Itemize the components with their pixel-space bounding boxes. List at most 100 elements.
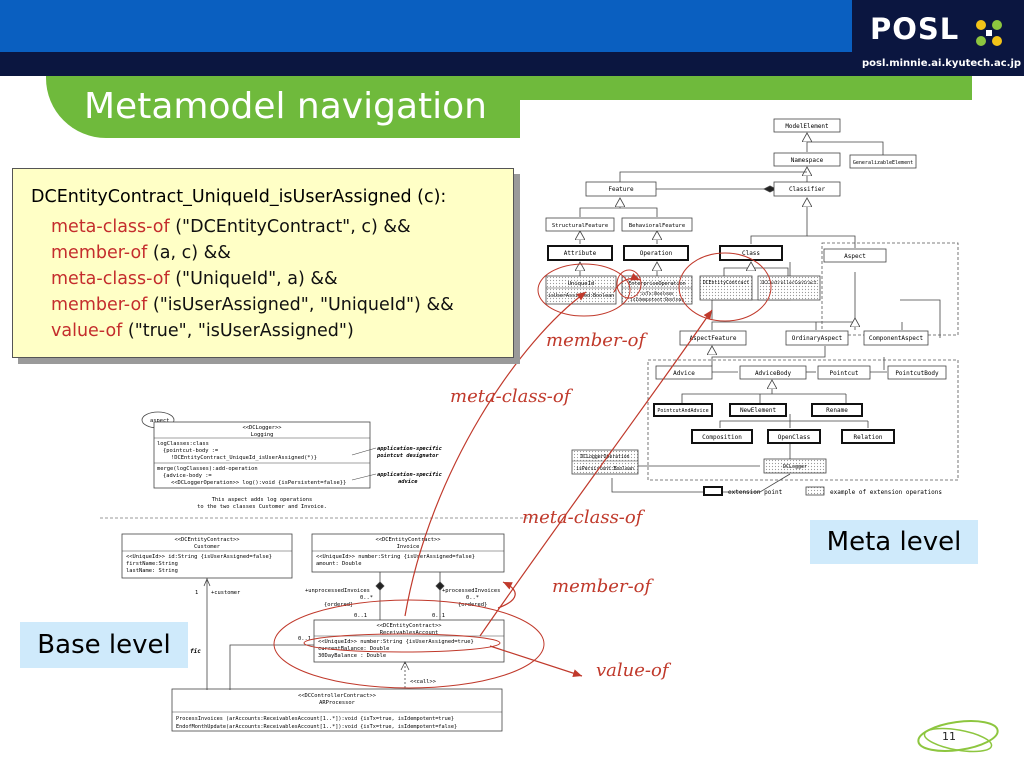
- label-member-of-1: member-of: [546, 330, 646, 351]
- label-meta-class-of-1: meta-class-of: [450, 386, 571, 407]
- customer-attr2: firstName:String: [126, 561, 178, 567]
- meta-level-label: Meta level: [810, 520, 978, 564]
- ar-stereotype: <<DCControllerContract>>: [298, 693, 377, 699]
- mm-uniqueid: UniqueId: [568, 281, 595, 287]
- mm-class: Class: [742, 250, 760, 257]
- query-heading: DCEntityContract_UniqueId_isUserAssigned…: [31, 187, 447, 207]
- mm-enterpriseoperation: EnterpriseOperation: [628, 281, 685, 287]
- label-member-of-2: member-of: [552, 576, 652, 597]
- mm-aspect: Aspect: [844, 253, 866, 260]
- fic-fragment: fic: [190, 648, 201, 655]
- title-banner-cutout: [520, 100, 973, 138]
- mm-composition: Composition: [702, 434, 742, 441]
- ra-attr2: currentBalance: Double: [318, 646, 389, 652]
- query-line-5: value-of ("true", "isUserAssigned"): [51, 321, 354, 341]
- ar-name: ARProcessor: [319, 700, 355, 706]
- mm-generalizable: GeneralizableElement: [853, 160, 913, 166]
- mm-newelement: NewElement: [740, 407, 777, 414]
- customer-attr1: <<UniqueId>> id:String {isUserAssigned=f…: [126, 554, 272, 560]
- mm-dcloggerop-attr: isPersistent:Boolean: [576, 466, 634, 472]
- legend-extension-point: extension point: [728, 489, 783, 496]
- query-callout: DCEntityContract_UniqueId_isUserAssigned…: [12, 168, 514, 358]
- query-line-2-args: (a, c) &&: [147, 243, 231, 263]
- mm-classifier: Classifier: [789, 186, 826, 193]
- mm-enterpriseop-attr2: isIdempotent:Boolean: [630, 297, 684, 303]
- customer-name: Customer: [194, 544, 221, 550]
- mm-modelelement: ModelElement: [785, 123, 829, 130]
- mult-0star-b: 0..*: [466, 595, 479, 601]
- mm-pointcutandadvice: PointcutAndAdvice: [657, 408, 708, 414]
- mm-dcloggeroperation: DCLoggerOperation: [580, 454, 629, 460]
- role-unprocessed: +unprocessedInvoices: [305, 588, 370, 594]
- mm-ordinaryaspect: OrdinaryAspect: [792, 335, 843, 342]
- query-line-1-args: ("DCEntityContract", c) &&: [169, 217, 411, 237]
- mm-pointcut: Pointcut: [830, 370, 859, 377]
- mm-rename: Rename: [826, 407, 848, 414]
- logging-body2: {pointcut-body :=: [163, 448, 219, 454]
- mm-dccontrollercontract: DCControllerContract: [761, 280, 817, 286]
- query-line-2: member-of (a, c) &&: [51, 243, 231, 263]
- aspect-tag: aspect: [150, 418, 169, 424]
- logging-body5: {advice-body :=: [163, 473, 212, 479]
- query-line-4-args: ("isUserAssigned", "UniqueId") &&: [147, 295, 454, 315]
- ra-attr3: 30DayBalance : Double: [318, 653, 386, 659]
- ra-attr1: <<UniqueId>> number:String {isUserAssign…: [318, 639, 474, 645]
- invoice-stereotype: <<DCEntityContract>>: [376, 537, 442, 543]
- note-pointcut-b: pointcut designator: [376, 453, 439, 459]
- posl-logo: POSL: [870, 12, 960, 46]
- role-customer: +customer: [211, 590, 241, 596]
- invoice-name: Invoice: [397, 544, 420, 550]
- query-line-3-keyword: meta-class-of: [51, 269, 170, 289]
- logging-stereotype: <<DCLogger>>: [243, 425, 283, 431]
- mm-feature: Feature: [608, 186, 634, 193]
- query-line-2-keyword: member-of: [51, 243, 148, 263]
- mm-dclogger: DCLogger: [783, 464, 807, 470]
- mm-structuralfeature: StructuralFeature: [552, 223, 608, 229]
- site-url: posl.minnie.ai.kyutech.ac.jp: [862, 58, 1022, 69]
- customer-attr3: lastName: String: [126, 568, 178, 574]
- mm-advicebody: AdviceBody: [755, 370, 792, 377]
- mm-namespace: Namespace: [791, 157, 824, 164]
- logging-body3: !DCEntityContract_UniqueId_isUserAssigne…: [171, 455, 317, 461]
- label-value-of: value-of: [596, 660, 669, 681]
- label-meta-class-of-2: meta-class-of: [522, 507, 643, 528]
- logging-name: Logging: [251, 432, 274, 438]
- invoice-attr2: amount: Double: [316, 561, 361, 567]
- logging-body4: merge(logClasses):add-operation: [157, 466, 258, 472]
- mult-0star-a: 0..*: [360, 595, 373, 601]
- mm-enterpriseop-attr1: isTx:Boolean: [641, 291, 674, 297]
- query-line-5-keyword: value-of: [51, 321, 123, 341]
- base-level-label: Base level: [20, 622, 188, 668]
- mm-componentaspect: ComponentAspect: [869, 335, 924, 342]
- customer-stereotype: <<DCEntityContract>>: [175, 537, 241, 543]
- mult-01-a: 0..1: [354, 613, 367, 619]
- mm-aspectfeature: AspectFeature: [690, 335, 737, 342]
- query-line-5-args: ("true", "isUserAssigned"): [122, 321, 354, 341]
- mm-behavioralfeature: BehavioralFeature: [629, 223, 685, 229]
- role-processed: +processedInvoices: [442, 588, 500, 594]
- note-advice-b: advice: [398, 479, 418, 485]
- mm-pointcutbody: PointcutBody: [895, 370, 939, 377]
- mm-dcentitycontract: DCEntityContract: [703, 280, 749, 286]
- logging-body1: logClasses:class: [157, 441, 209, 447]
- call-label: <<call>>: [410, 679, 437, 685]
- ar-op2: EndofMonthUpdate(arAccounts:ReceivablesA…: [176, 724, 457, 730]
- slide-title: Metamodel navigation: [84, 86, 487, 127]
- note-advice-a: application-specific: [377, 472, 443, 478]
- page-number: 11: [942, 730, 956, 743]
- ra-stereotype: <<DCEntityContract>>: [377, 623, 443, 629]
- query-line-3-args: ("UniqueId", a) &&: [169, 269, 338, 289]
- aspect-desc1: This aspect adds log operations: [212, 497, 313, 503]
- ra-name: ReceivablesAccount: [380, 630, 438, 636]
- mm-operation: Operation: [640, 250, 673, 257]
- query-line-4: member-of ("isUserAssigned", "UniqueId")…: [51, 295, 454, 315]
- mult-01-b: 0..1: [432, 613, 445, 619]
- mm-openclass: OpenClass: [778, 434, 811, 441]
- logging-body6: <<DCLoggerOperation>> log():void {isPers…: [171, 480, 346, 486]
- query-line-1: meta-class-of ("DCEntityContract", c) &&: [51, 217, 411, 237]
- mm-attribute: Attribute: [564, 250, 597, 257]
- mult-01-c: 0..1: [298, 636, 311, 642]
- invoice-attr1: <<UniqueId>> number:String {isUserAssign…: [316, 554, 475, 560]
- mm-advice: Advice: [673, 370, 695, 377]
